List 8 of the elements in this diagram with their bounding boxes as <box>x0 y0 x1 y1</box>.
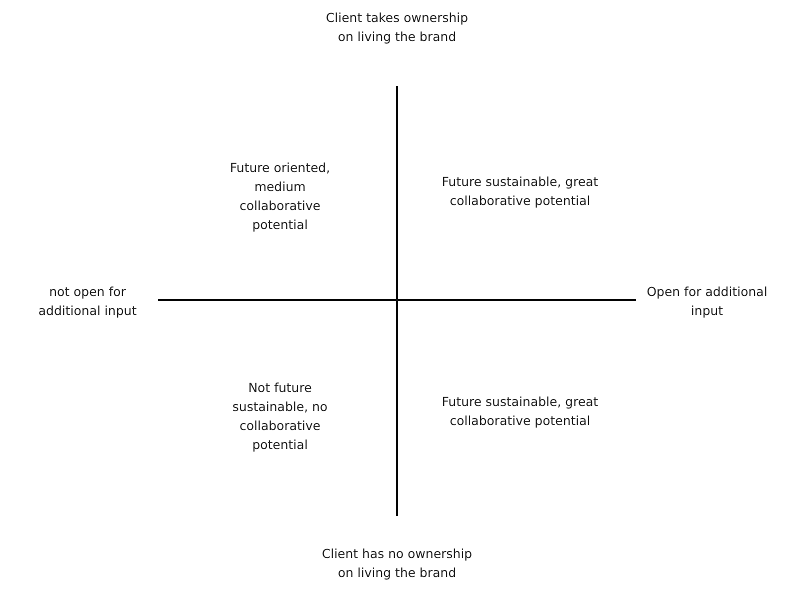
axis-label: Client has no ownership on living the brand <box>320 545 474 582</box>
quadrant-label: Future sustainable, great collaborative potential <box>440 173 600 210</box>
axis-label: Client takes ownership on living the brand <box>324 9 470 46</box>
quadrant-label: Not future sustainable, no collaborative potential <box>231 379 329 454</box>
axis-label: Open for additional input <box>646 283 768 320</box>
axis-label: not open for additional input <box>37 283 138 320</box>
quadrant-label: Future sustainable, great collaborative potential <box>440 393 600 430</box>
quadrant-label: Future oriented, medium collaborative potential <box>228 159 332 234</box>
